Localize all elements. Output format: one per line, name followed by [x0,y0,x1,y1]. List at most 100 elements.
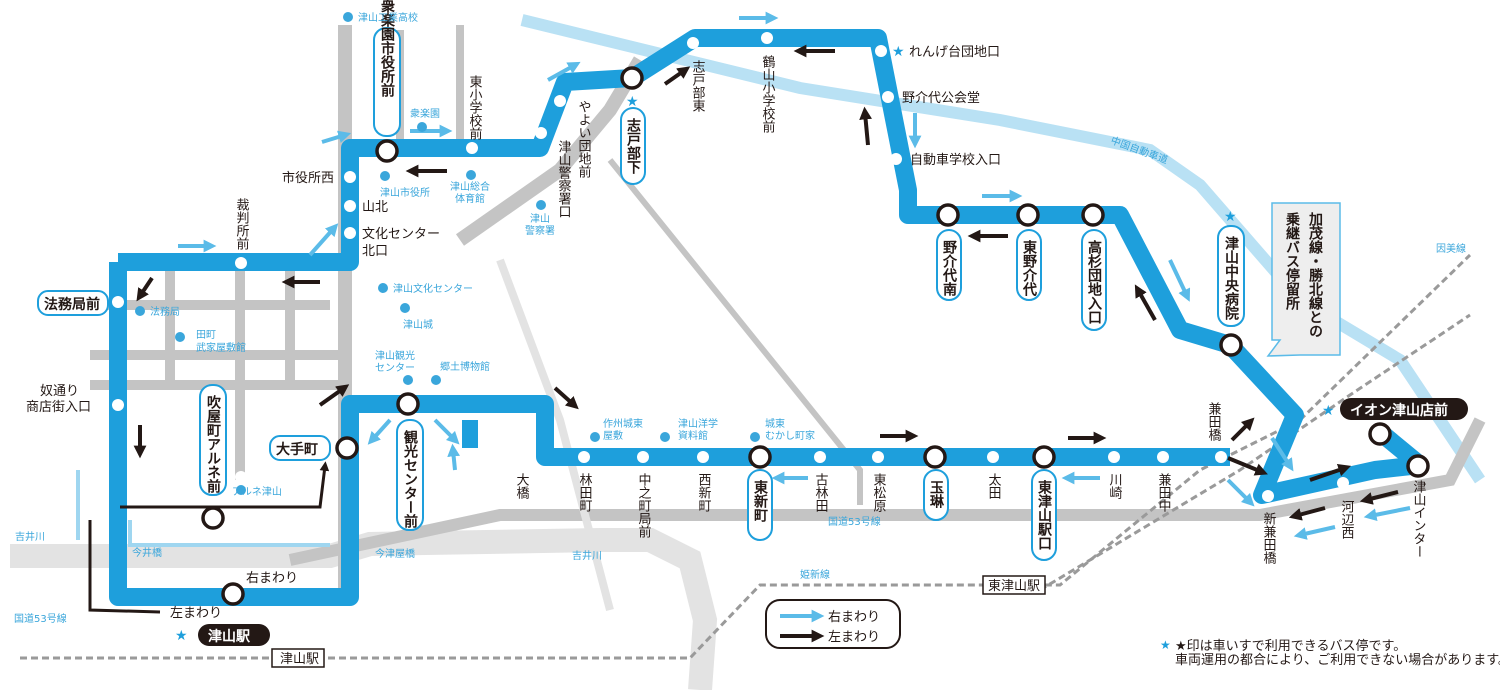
stop-label-bunka: 文化センター [362,227,440,242]
stop-label-tsuruyama: 鶴山小学校前 [760,54,776,133]
landmark-taiikukan: 津山総合 [450,180,490,193]
road-imazuyabashi: 今津屋橋 [375,547,415,560]
black-labels [198,398,1468,646]
stop-label-higashitsuyamaeki: 東津山駅口 [1036,479,1052,550]
stop-marker-icon [396,392,420,416]
stop-marker-icon [344,200,356,212]
stop-marker-icon [335,436,359,460]
stop-marker-icon [515,451,527,463]
stop-label-shurakuen: 衆楽園市役所前 [379,0,396,98]
arrow-left-icon [1227,456,1268,476]
legend-left-label: 左まわり [828,630,880,645]
stop-label-kanedanaka: 兼田中 [1156,473,1172,512]
stop-label-higashishogakko: 東小学校前 [467,74,483,140]
landmark-mukashi: 城東 [765,417,785,430]
road-kokudo53-a: 国道53号線 [14,612,67,625]
stop-marker-icon [987,451,999,463]
landmark-shurakuen: 衆楽園 [410,107,440,120]
svg-text:加茂線・勝北線との: 加茂線・勝北線との [1307,212,1324,338]
stop-marker-icon [1016,203,1040,227]
landmark-shiyakusho: 津山市役所 [380,186,430,199]
arrow-right-icon [367,418,392,445]
stop-marker-icon [554,95,566,107]
stop-marker-icon [875,45,887,57]
arrow-left-icon [1359,490,1399,505]
stop-label-higashishinmachi: 東新町 [752,479,768,523]
arrow-left-icon [318,384,350,407]
arrow-left-icon [1288,506,1326,521]
landmark-keisatsusho: 津山 [530,213,550,225]
landmark-kogyo: 津山工業高校 [358,11,418,24]
footnote-line2: 車両運用の都合により、ご利用できない場合があります。 [1175,652,1500,668]
landmark-kanko: 津山観光 [375,349,415,362]
stop-labels: れんげ台団地口 野介代公会堂 自動車学校入口 市役所西 山北 文化センター 北口… [26,45,1001,621]
road-imaibashi: 今井橋 [132,546,162,559]
stop-label-interchange: 津山インター [1411,480,1427,558]
landmark-houmukyoku: 法務局 [150,305,180,318]
star-icon: ★ [1322,403,1335,419]
stop-marker-icon [375,139,399,163]
stop-marker-icon [344,227,356,239]
arrow-right-icon [1270,436,1294,472]
arrow-left-icon [1230,417,1255,442]
stop-marker-icon [1081,203,1105,227]
arrow-right-icon [1168,259,1191,302]
stop-label-tada: 太田 [986,473,1002,499]
road-yoshiigawa-b: 吉井川 [572,549,602,562]
road-gray-4 [288,417,1486,566]
stop-marker-icon [1032,445,1056,469]
arrow-left-icon [136,276,154,302]
landmark-yogaku: 津山洋学 [678,417,718,430]
landmark-bunka: 津山文化センター [393,282,473,295]
landmark-mukashi2: むかし町家 [765,429,815,442]
arrow-right-icon [1226,478,1255,507]
star-icon: ★ [626,94,639,110]
stop-label-saibansho: 裁判所前 [234,197,250,250]
stop-label-keisatsu: 津山警察署口 [556,140,572,218]
stop-marker-icon [748,445,772,469]
stop-label-nakanocho: 中之町局前 [636,473,652,538]
stop-marker-icon [637,451,649,463]
stop-marker-icon [1337,477,1349,489]
stop-marker-icon [882,91,894,103]
stop-marker-icon [112,399,124,411]
footnote: ★印は車いすで利用できるバス停です。 車両運用の都合により、ご利用できない場合が… [1175,638,1500,668]
stop-label-kanedabashi: 兼田橋 [1206,402,1222,442]
svg-text:乗継バス停留所: 乗継バス停留所 [1284,211,1301,311]
stop-marker-icon [697,451,709,463]
road-gray-3 [607,158,863,505]
stop-label-ichiyakushonishi: 市役所西 [282,170,334,186]
transfer-callout: 加茂線・勝北線との 乗継バス停留所 [1266,202,1341,357]
arrow-right-icon [447,443,461,471]
direction-arrows [133,11,1411,540]
stop-marker-icon [235,471,247,483]
arrow-right-icon [1363,506,1411,522]
stop-label-nokeminami: 野介代南 [941,240,958,297]
stop-marker-icon [890,153,902,165]
landmark-kanko2: センター [375,362,415,374]
road-grid-3 [396,25,464,145]
star-icon: ★ [1224,209,1237,225]
star-icon: ★ [1160,638,1171,652]
road-inbi: 因美線 [1436,242,1466,255]
road-chugoku: 中国自動車道 [1109,134,1170,167]
stop-label-nishishinmachi: 西新町 [696,473,712,512]
landmark-tsuyamajo: 津山城 [403,319,433,331]
bus-route [76,29,1429,614]
stop-marker-icon [235,257,247,269]
stop-marker-icon [620,66,644,90]
stop-marker-icon [923,445,947,469]
landmark-labels: 津山工業高校 衆楽園 津山市役所 津山総合 体育館 津山 警察署 津山文化センタ… [150,11,815,498]
stop-label-kouchinishi: 河辺西 [1339,500,1355,539]
stop-marker-icon [466,142,478,154]
stop-marker-icon [201,506,225,530]
landmark-dots [135,12,760,495]
landmark-yogaku2: 資料館 [678,429,708,442]
stop-label-higashinoke: 東野介代 [1021,239,1038,297]
route-line-loop [109,262,1230,606]
stop-label-sanboku: 山北 [362,200,388,215]
star-icon: ★ [892,44,905,60]
stop-label-chuobyoin: 津山中央病院 [1223,235,1239,321]
stop-marker-icon [761,32,773,44]
